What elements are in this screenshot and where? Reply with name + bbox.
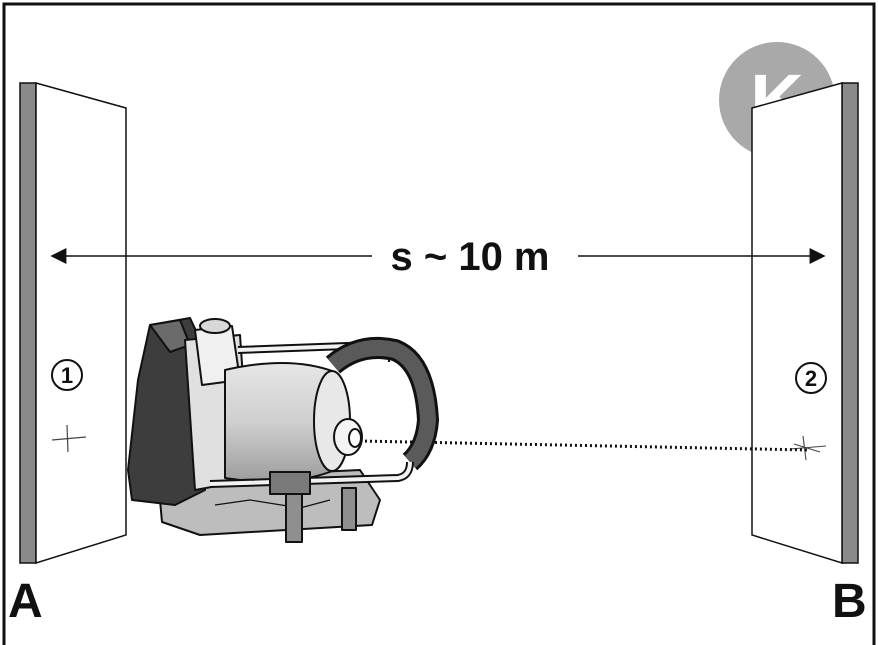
device-clamp [269, 471, 311, 495]
marker-1-number: 1 [61, 363, 73, 388]
distance-dimension: s ~ 10 m [50, 235, 826, 279]
wall-right: 2 B [751, 82, 867, 628]
wall-right-edge [841, 82, 859, 564]
wall-left-edge [19, 82, 37, 564]
rotating-laser-device [127, 317, 439, 543]
device-rollbar-inner [327, 339, 436, 469]
wall-left: 1 A [8, 82, 127, 628]
device-top-knob [199, 318, 231, 334]
device-foot-right [341, 487, 357, 531]
marker-2-circle [795, 362, 827, 394]
device-base-detail [214, 499, 331, 509]
wall-right-letter: B [832, 575, 867, 628]
marker-1-circle [51, 359, 83, 391]
crosshair-mark-1 [51, 424, 87, 453]
wall-left-letter: A [8, 575, 43, 628]
marker-2-number: 2 [805, 366, 817, 391]
device-handle-bottom-inner [209, 461, 412, 486]
device-foot-front [285, 489, 303, 543]
wall-right-face [751, 82, 843, 565]
distance-label: s ~ 10 m [390, 235, 549, 279]
wall-left-face [35, 82, 127, 565]
device-lens [348, 428, 362, 448]
